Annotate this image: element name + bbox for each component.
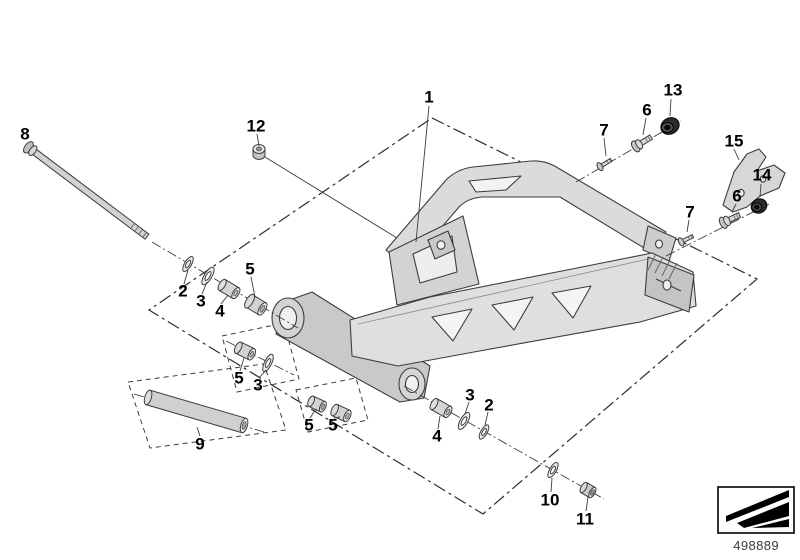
part-bolt-6-top	[630, 134, 654, 153]
part-callout-3[interactable]: 3	[196, 291, 206, 311]
part-callout-1[interactable]: 1	[424, 87, 434, 107]
part-washer-3-mid	[262, 353, 274, 373]
part-callout-8[interactable]: 8	[20, 124, 30, 144]
part-washer-2-right	[478, 424, 490, 440]
sub-assembly-boxes	[127, 322, 369, 449]
part-screw-7-top	[596, 157, 613, 172]
part-bushing-4-left	[217, 278, 241, 300]
swingarm-body	[271, 160, 697, 403]
part-pivot-pin-8	[23, 141, 150, 240]
part-callout-7[interactable]: 7	[599, 120, 609, 140]
part-washer-10	[547, 461, 559, 479]
part-nut-12	[252, 144, 266, 160]
part-callout-10[interactable]: 10	[540, 490, 560, 510]
sleeve-box	[127, 363, 287, 449]
leader-lines	[183, 98, 762, 512]
part-callout-13[interactable]: 13	[663, 80, 683, 100]
part-bearing-5-left	[244, 293, 268, 316]
part-callout-3[interactable]: 3	[253, 375, 263, 395]
part-callout-14[interactable]: 14	[752, 165, 772, 185]
part-bracket-15	[722, 148, 786, 213]
part-callout-6[interactable]: 6	[732, 186, 742, 206]
part-bushing-4-right	[429, 397, 453, 419]
part-callout-4[interactable]: 4	[432, 426, 442, 446]
part-bearing-5-lower-a	[307, 395, 327, 413]
part-callout-6[interactable]: 6	[642, 100, 652, 120]
part-bolt-6-right	[718, 211, 742, 229]
part-nut-14	[750, 198, 768, 214]
drawing-number: 498889	[733, 538, 779, 553]
part-callout-12[interactable]: 12	[246, 116, 266, 136]
part-callout-5[interactable]: 5	[304, 415, 314, 435]
part-callout-4[interactable]: 4	[215, 301, 225, 321]
bearing-set-box-lower	[295, 377, 369, 433]
part-nut-11	[579, 481, 597, 499]
parts-group-arrow-icon[interactable]	[717, 486, 795, 534]
part-sleeve-9	[143, 389, 249, 434]
bearing-set-box-mid	[221, 322, 300, 393]
part-screw-7-right	[677, 233, 695, 247]
part-washer-2-left	[182, 256, 194, 272]
part-bearing-5-lower-b	[330, 403, 352, 423]
part-washer-3-right	[457, 412, 471, 430]
part-callout-2[interactable]: 2	[178, 281, 188, 301]
part-callout-7[interactable]: 7	[685, 202, 695, 222]
part-washer-3-left	[201, 266, 215, 286]
part-callout-15[interactable]: 15	[724, 131, 744, 151]
part-callout-3[interactable]: 3	[465, 385, 475, 405]
part-callout-5[interactable]: 5	[234, 368, 244, 388]
part-callout-5[interactable]: 5	[245, 259, 255, 279]
part-callout-9[interactable]: 9	[195, 434, 205, 454]
part-callout-5[interactable]: 5	[328, 415, 338, 435]
part-callout-2[interactable]: 2	[484, 395, 494, 415]
part-callout-11[interactable]: 11	[576, 509, 594, 529]
part-bearing-5-mid	[233, 341, 257, 361]
part-nut-13	[660, 117, 680, 135]
